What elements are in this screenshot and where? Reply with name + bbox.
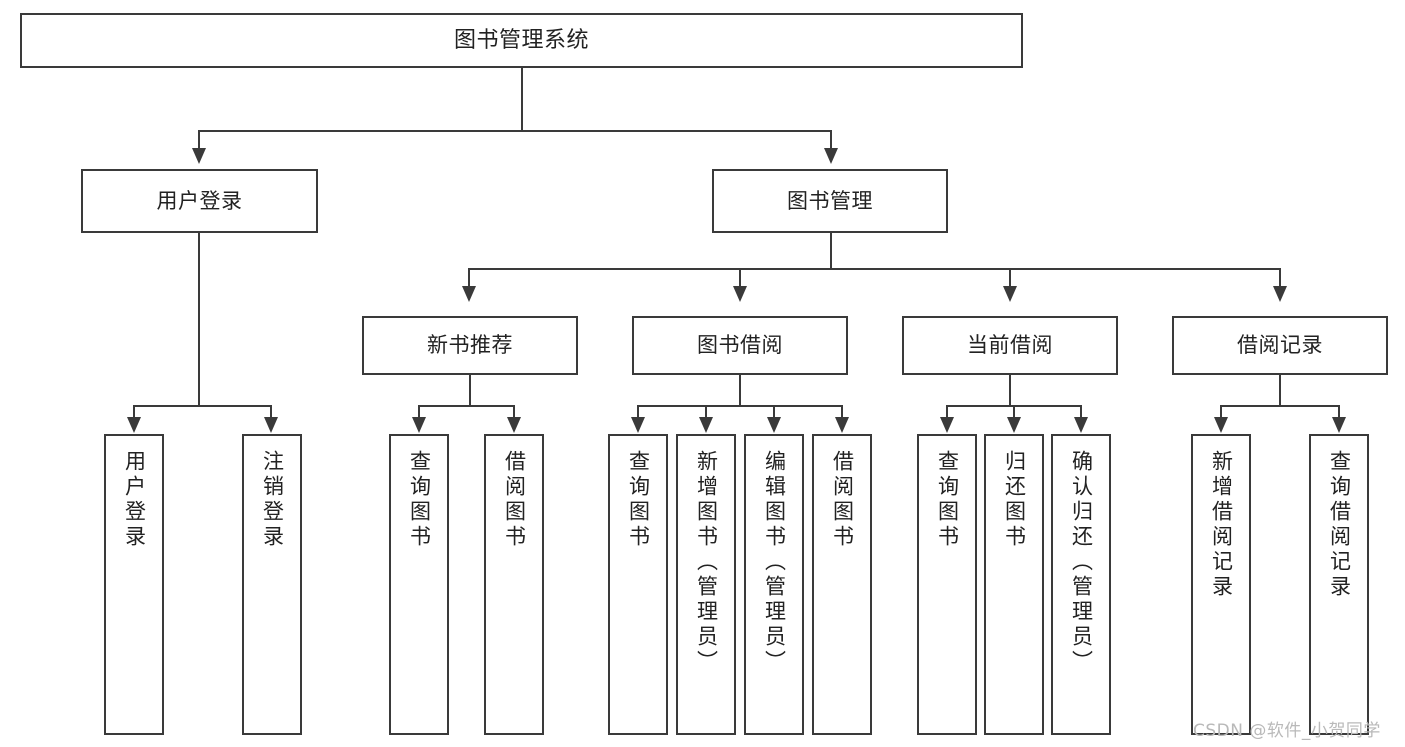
arrow-to-leaf-query-book-3 bbox=[940, 417, 954, 433]
node-root-system[interactable]: 图书管理系统 bbox=[20, 13, 1023, 68]
node-label: 用户登录 bbox=[156, 188, 243, 213]
connector-new-book-drop-2 bbox=[513, 405, 515, 419]
connector-root-stem bbox=[521, 68, 523, 132]
connector-borrow-record-stem bbox=[1279, 375, 1281, 406]
connector-user-login-drop-2 bbox=[270, 405, 272, 419]
node-label: 新增图书（管理员） bbox=[694, 450, 719, 675]
node-label: 新增借阅记录 bbox=[1209, 450, 1234, 600]
node-current-borrow[interactable]: 当前借阅 bbox=[902, 316, 1118, 375]
node-label: 当前借阅 bbox=[967, 333, 1053, 358]
arrow-to-book-borrow bbox=[733, 286, 747, 302]
node-new-book-recommend[interactable]: 新书推荐 bbox=[362, 316, 578, 375]
connector-current-borrow-drop-2 bbox=[1013, 405, 1015, 419]
arrow-to-new-book-recommend bbox=[462, 286, 476, 302]
arrow-to-borrow-record bbox=[1273, 286, 1287, 302]
connector-borrow-record-bus bbox=[1220, 405, 1339, 407]
csdn-watermark: CSDN @软件_小贺同学 bbox=[1193, 721, 1381, 741]
arrow-to-user-login bbox=[192, 148, 206, 164]
node-book-management[interactable]: 图书管理 bbox=[712, 169, 948, 233]
connector-level2-drop-left bbox=[198, 130, 200, 150]
connector-user-login-drop-1 bbox=[133, 405, 135, 419]
arrow-to-leaf-add-record bbox=[1214, 417, 1228, 433]
connector-user-login-stem bbox=[198, 233, 200, 406]
connector-book-borrow-drop-4 bbox=[841, 405, 843, 419]
connector-level3-drop-3 bbox=[1009, 268, 1011, 288]
leaf-add-book-admin[interactable]: 新增图书（管理员） bbox=[676, 434, 736, 735]
node-label: 查询借阅记录 bbox=[1327, 450, 1352, 600]
connector-new-book-bus bbox=[418, 405, 515, 407]
leaf-add-borrow-record[interactable]: 新增借阅记录 bbox=[1191, 434, 1251, 735]
connector-level2-bus bbox=[198, 130, 832, 132]
leaf-query-book-current[interactable]: 查询图书 bbox=[917, 434, 977, 735]
arrow-to-leaf-borrow-book-1 bbox=[507, 417, 521, 433]
leaf-query-book-recommend[interactable]: 查询图书 bbox=[389, 434, 449, 735]
arrow-to-leaf-add-book bbox=[699, 417, 713, 433]
arrow-to-leaf-user-login bbox=[127, 417, 141, 433]
node-label: 新书推荐 bbox=[427, 333, 513, 358]
node-label: 查询图书 bbox=[935, 450, 960, 550]
node-label: 归还图书 bbox=[1002, 450, 1027, 550]
leaf-borrow-book[interactable]: 借阅图书 bbox=[812, 434, 872, 735]
node-label: 图书借阅 bbox=[697, 333, 783, 358]
connector-user-login-bus bbox=[133, 405, 270, 407]
connector-level2-drop-right bbox=[830, 130, 832, 150]
connector-book-borrow-bus bbox=[637, 405, 842, 407]
leaf-return-book[interactable]: 归还图书 bbox=[984, 434, 1044, 735]
node-user-login[interactable]: 用户登录 bbox=[81, 169, 318, 233]
connector-borrow-record-drop-2 bbox=[1338, 405, 1340, 419]
leaf-query-borrow-record[interactable]: 查询借阅记录 bbox=[1309, 434, 1369, 735]
leaf-user-login[interactable]: 用户登录 bbox=[104, 434, 164, 735]
connector-current-borrow-drop-1 bbox=[946, 405, 948, 419]
arrow-to-current-borrow bbox=[1003, 286, 1017, 302]
connector-borrow-record-drop-1 bbox=[1220, 405, 1222, 419]
connector-level3-drop-2 bbox=[739, 268, 741, 288]
connector-book-borrow-stem bbox=[739, 375, 741, 406]
leaf-query-book-borrow[interactable]: 查询图书 bbox=[608, 434, 668, 735]
connector-book-borrow-drop-2 bbox=[705, 405, 707, 419]
arrow-to-leaf-borrow-book-2 bbox=[835, 417, 849, 433]
leaf-confirm-return-admin[interactable]: 确认归还（管理员） bbox=[1051, 434, 1111, 735]
node-label: 注销登录 bbox=[260, 450, 285, 550]
connector-new-book-stem bbox=[469, 375, 471, 406]
leaf-edit-book-admin[interactable]: 编辑图书（管理员） bbox=[744, 434, 804, 735]
node-borrow-record[interactable]: 借阅记录 bbox=[1172, 316, 1388, 375]
connector-current-borrow-drop-3 bbox=[1080, 405, 1082, 419]
arrow-to-leaf-return-book bbox=[1007, 417, 1021, 433]
arrow-to-book-management bbox=[824, 148, 838, 164]
arrow-to-leaf-query-record bbox=[1332, 417, 1346, 433]
node-label: 借阅记录 bbox=[1237, 333, 1323, 358]
connector-level3-bus bbox=[468, 268, 1280, 270]
leaf-borrow-book-recommend[interactable]: 借阅图书 bbox=[484, 434, 544, 735]
connector-new-book-drop-1 bbox=[418, 405, 420, 419]
leaf-logout[interactable]: 注销登录 bbox=[242, 434, 302, 735]
node-label: 图书管理 bbox=[787, 188, 873, 213]
connector-level3-drop-4 bbox=[1279, 268, 1281, 288]
connector-current-borrow-stem bbox=[1009, 375, 1011, 406]
node-label: 编辑图书（管理员） bbox=[762, 450, 787, 675]
node-book-borrow[interactable]: 图书借阅 bbox=[632, 316, 848, 375]
arrow-to-leaf-logout bbox=[264, 417, 278, 433]
node-label: 确认归还（管理员） bbox=[1069, 450, 1094, 675]
node-label: 查询图书 bbox=[407, 450, 432, 550]
node-label: 借阅图书 bbox=[502, 450, 527, 550]
arrow-to-leaf-query-book-1 bbox=[412, 417, 426, 433]
connector-level3-drop-1 bbox=[468, 268, 470, 288]
connector-book-borrow-drop-1 bbox=[637, 405, 639, 419]
connector-book-borrow-drop-3 bbox=[773, 405, 775, 419]
arrow-to-leaf-confirm-return bbox=[1074, 417, 1088, 433]
arrow-to-leaf-edit-book bbox=[767, 417, 781, 433]
node-label: 用户登录 bbox=[122, 450, 147, 550]
node-label: 图书管理系统 bbox=[453, 27, 589, 53]
arrow-to-leaf-query-book-2 bbox=[631, 417, 645, 433]
node-label: 借阅图书 bbox=[830, 450, 855, 550]
node-label: 查询图书 bbox=[626, 450, 651, 550]
connector-book-management-stem bbox=[830, 233, 832, 269]
